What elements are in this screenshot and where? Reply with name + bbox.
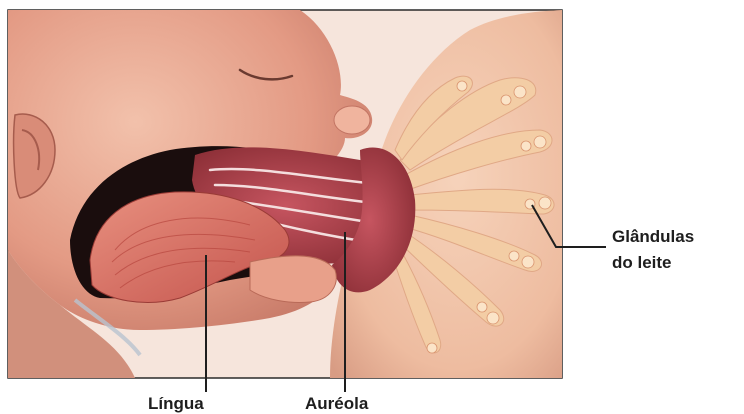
label-tongue: Língua (148, 394, 204, 413)
infant-lower-lip (250, 256, 336, 303)
label-milk-glands-line2: do leite (612, 253, 672, 272)
label-areola: Auréola (305, 394, 369, 413)
infant-nose (334, 106, 370, 134)
label-milk-glands-line1: Glândulas (612, 227, 694, 246)
